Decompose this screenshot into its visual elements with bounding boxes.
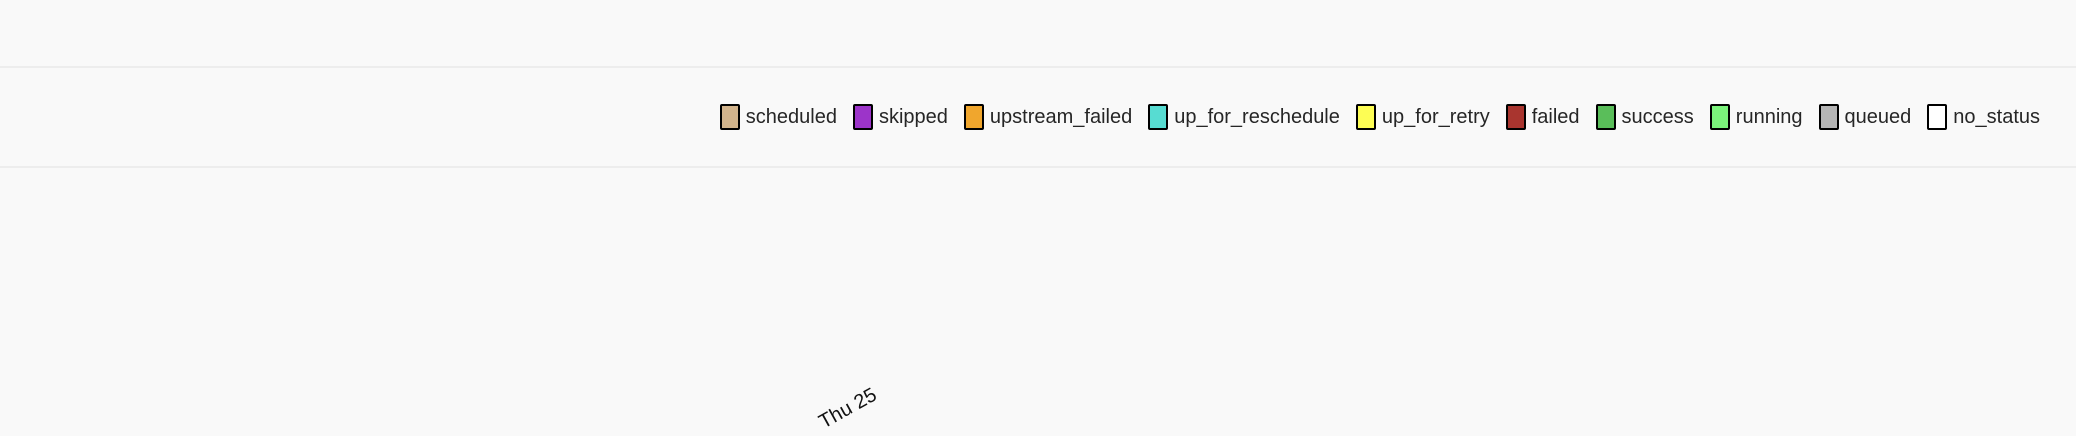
legend-label: up_for_retry	[1381, 105, 1490, 128]
legend-swatch-no_status	[1927, 104, 1948, 130]
legend-swatch-failed	[1505, 104, 1526, 130]
legend-swatch-queued	[1818, 104, 1839, 130]
legend-label: upstream_failed	[989, 105, 1133, 128]
top-header-strip	[0, 0, 2076, 68]
legend-swatch-scheduled	[719, 104, 740, 130]
legend-item-scheduled: scheduled	[719, 104, 837, 130]
legend-swatch-skipped	[852, 104, 873, 130]
legend-label: no_status	[1953, 105, 2040, 128]
legend-label: running	[1735, 105, 1803, 128]
legend-swatch-upstream_failed	[963, 104, 984, 130]
legend-item-success: success	[1595, 104, 1694, 130]
date-tick-label: Thu 25	[815, 383, 881, 434]
legend-label: failed	[1531, 105, 1580, 128]
legend-swatch-up_for_reschedule	[1148, 104, 1169, 130]
legend-label: queued	[1844, 105, 1912, 128]
status-legend-bar: scheduled skipped upstream_failed up_for_re…	[0, 68, 2076, 168]
tree-view-canvas: Thu 25	[0, 168, 2076, 434]
legend-item-skipped: skipped	[852, 104, 948, 130]
legend-label: scheduled	[745, 105, 837, 128]
legend-swatch-running	[1709, 104, 1730, 130]
legend-item-failed: failed	[1505, 104, 1580, 130]
legend-label: up_for_reschedule	[1174, 105, 1340, 128]
legend-item-up_for_retry: up_for_retry	[1355, 104, 1490, 130]
legend-item-no_status: no_status	[1927, 104, 2040, 130]
legend-item-queued: queued	[1818, 104, 1912, 130]
legend-swatch-up_for_retry	[1355, 104, 1376, 130]
legend-item-upstream_failed: upstream_failed	[963, 104, 1133, 130]
legend-swatch-success	[1595, 104, 1616, 130]
legend-item-up_for_reschedule: up_for_reschedule	[1148, 104, 1340, 130]
legend-label: success	[1621, 105, 1694, 128]
legend-label: skipped	[878, 105, 948, 128]
legend: scheduled skipped upstream_failed up_for_re…	[704, 104, 2040, 130]
legend-item-running: running	[1709, 104, 1803, 130]
